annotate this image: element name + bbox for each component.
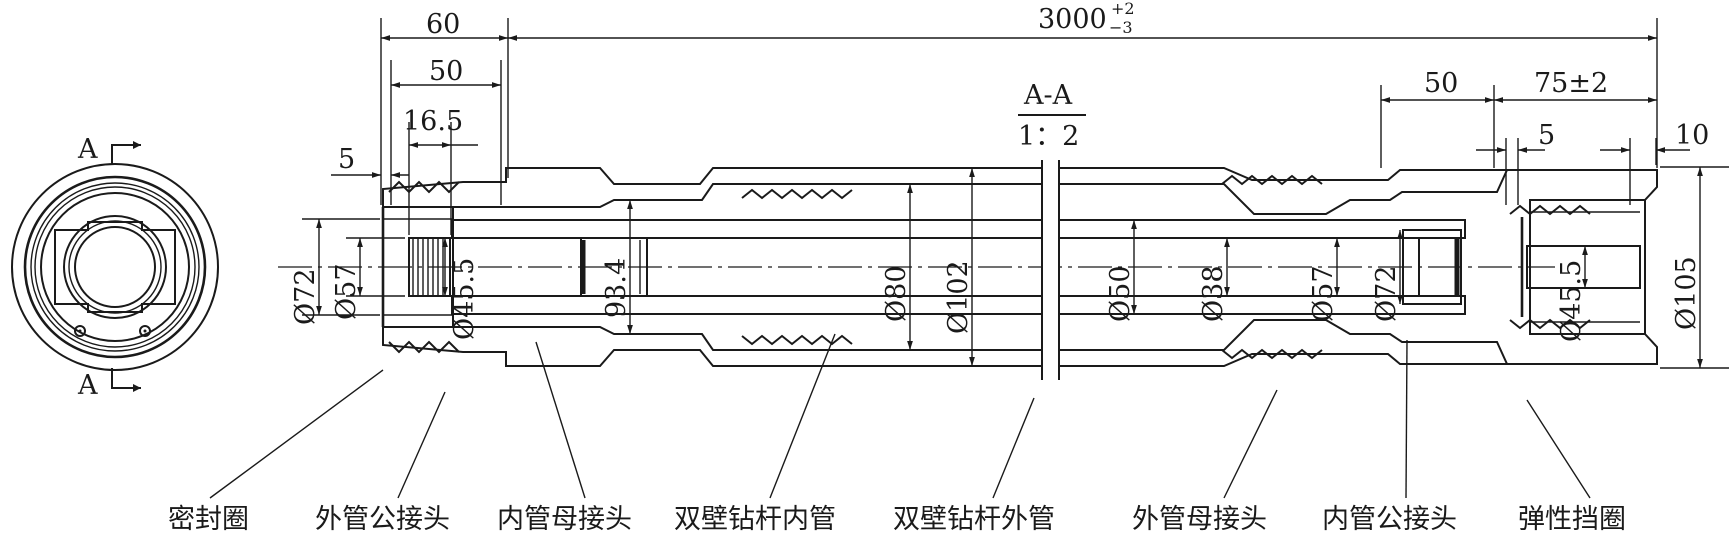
section-mark-bottom: A: [77, 370, 98, 401]
left-inner-ring: [580, 237, 648, 297]
part-label-outer-pin-joint: 外管公接头: [315, 504, 450, 535]
dim-10: 10: [1675, 120, 1709, 151]
dia-50: Ø50: [1105, 266, 1136, 323]
dia-57-right: Ø57: [1308, 266, 1339, 323]
part-label-outer-box-joint: 外管母接头: [1132, 504, 1267, 535]
left-box-joint: [381, 180, 460, 354]
section-marks: A A: [77, 134, 141, 401]
dim-75: 75±2: [1534, 68, 1608, 99]
dia-105: Ø105: [1671, 256, 1702, 330]
dim-50-left: 50: [429, 56, 463, 87]
section-mark-top: A: [77, 134, 98, 165]
part-label-seal-ring: 密封圈: [168, 504, 249, 535]
dia-45-5-right: Ø45.5: [1556, 260, 1587, 342]
threads: [741, 174, 1591, 360]
part-label-inner-box-joint: 内管母接头: [497, 504, 632, 535]
dim-3000-upper-tol: +2: [1111, 0, 1135, 18]
part-label-inner-pipe: 双壁钻杆内管: [674, 504, 836, 535]
part-label-inner-pin-joint: 内管公接头: [1322, 504, 1457, 535]
dim-5-right: 5: [1538, 120, 1555, 151]
dim-3000: 3000: [1038, 4, 1107, 35]
dia-72-left: Ø72: [290, 269, 321, 326]
dim-16-5: 16.5: [403, 106, 463, 137]
section-title: A-A: [1023, 80, 1073, 111]
end-view: [11, 163, 219, 371]
break-symbol: [1041, 160, 1060, 380]
part-label-retaining-ring: 弹性挡圈: [1518, 504, 1626, 535]
dia-102: Ø102: [943, 260, 974, 334]
right-inner-pin: [1402, 229, 1462, 305]
dim-3000-lower-tol: −3: [1109, 18, 1133, 37]
dia-45-5-left: Ø45.5: [449, 258, 480, 340]
dimension-lines: [302, 18, 1729, 369]
dim-50-right: 50: [1424, 68, 1458, 99]
dia-80: Ø80: [881, 266, 912, 323]
part-label-outer-pipe: 双壁钻杆外管: [893, 504, 1055, 535]
dim-5-left: 5: [338, 144, 355, 175]
outer-pipe-wall: [382, 167, 1509, 367]
section-scale: 1：2: [1018, 121, 1079, 152]
dim-93-4: 93.4: [601, 258, 632, 318]
dia-57-left: Ø57: [331, 264, 362, 321]
leader-lines: [209, 333, 1591, 499]
dia-38: Ø38: [1198, 266, 1229, 323]
dim-60: 60: [426, 9, 460, 40]
dia-72-right: Ø72: [1371, 266, 1402, 323]
